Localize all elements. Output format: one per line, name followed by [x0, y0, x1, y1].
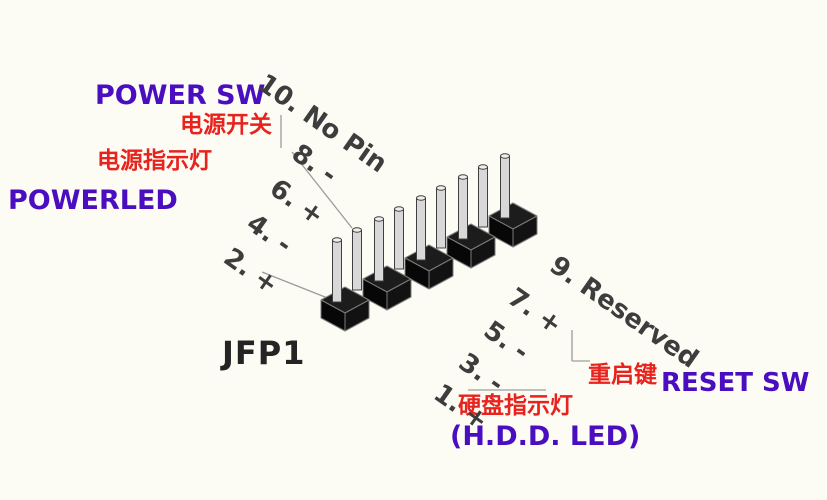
header-block-1: [320, 227, 370, 332]
reset-sw-cn-label: 重启键: [588, 362, 657, 388]
pin-3: [374, 216, 384, 282]
pin-9: [500, 153, 510, 219]
header-block-4: [446, 164, 496, 269]
header-block-3: [404, 185, 454, 290]
power-led-cn-label: 电源指示灯: [97, 148, 212, 174]
header-block-5: [488, 153, 538, 248]
leader-lines: [261, 115, 590, 391]
pin-6: [436, 185, 446, 249]
pin-2: [352, 227, 362, 291]
connector-name: JFP1: [222, 334, 306, 372]
hdd-led-cn-label: 硬盘指示灯: [458, 393, 573, 419]
header-block-2: [362, 206, 412, 311]
pin-7: [458, 174, 468, 240]
power-sw-label: POWER SW: [95, 80, 266, 111]
pin-5: [416, 195, 426, 261]
hdd-led-label: (H.D.D. LED): [450, 421, 641, 452]
reset-sw-label: RESET SW: [661, 368, 810, 398]
power-led-label: POWERLED: [8, 185, 178, 216]
pin-8: [478, 164, 488, 228]
pin-header: [320, 153, 538, 332]
pin-4: [394, 206, 404, 270]
pin-1: [332, 237, 342, 303]
power-sw-cn-label: 电源开关: [180, 112, 272, 138]
